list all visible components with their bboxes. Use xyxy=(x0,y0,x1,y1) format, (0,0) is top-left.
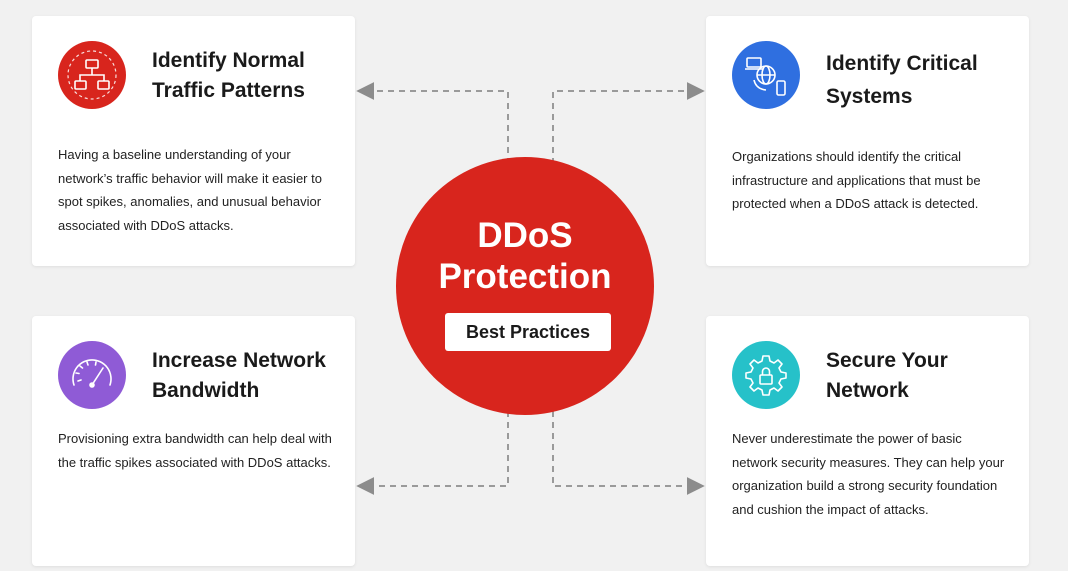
card-title: Increase Network Bandwidth xyxy=(152,349,326,402)
network-traffic-icon xyxy=(58,41,126,109)
center-title: DDoS Protection xyxy=(438,216,612,296)
connector-top-left xyxy=(356,82,509,175)
best-practices-badge: Best Practices xyxy=(445,313,611,351)
card-description: Having a baseline understanding of your … xyxy=(58,147,322,233)
ddos-protection-hub: DDoS Protection Best Practices xyxy=(396,157,654,415)
connector-top-right xyxy=(552,82,705,175)
card-description: Never underestimate the power of basic n… xyxy=(732,431,1005,517)
card-title: Identify Critical Systems xyxy=(826,52,978,108)
card-description: Provisioning extra bandwidth can help de… xyxy=(58,431,332,470)
devices-globe-icon xyxy=(732,41,800,109)
card-title: Secure Your Network xyxy=(826,349,948,402)
gear-lock-icon xyxy=(732,341,800,409)
connector-bottom-left xyxy=(356,400,509,495)
card-secure-your-network: Secure Your Network Never underestimate … xyxy=(706,316,1029,566)
card-description: Organizations should identify the critic… xyxy=(732,149,981,211)
card-title: Identify Normal Traffic Patterns xyxy=(152,49,305,102)
card-identify-critical-systems: Identify Critical Systems Organizations … xyxy=(706,16,1029,266)
connector-bottom-right xyxy=(552,400,705,495)
speedometer-icon xyxy=(58,341,126,409)
card-increase-network-bandwidth: Increase Network Bandwidth Provisioning … xyxy=(32,316,355,566)
card-identify-normal-traffic: Identify Normal Traffic Patterns Having … xyxy=(32,16,355,266)
